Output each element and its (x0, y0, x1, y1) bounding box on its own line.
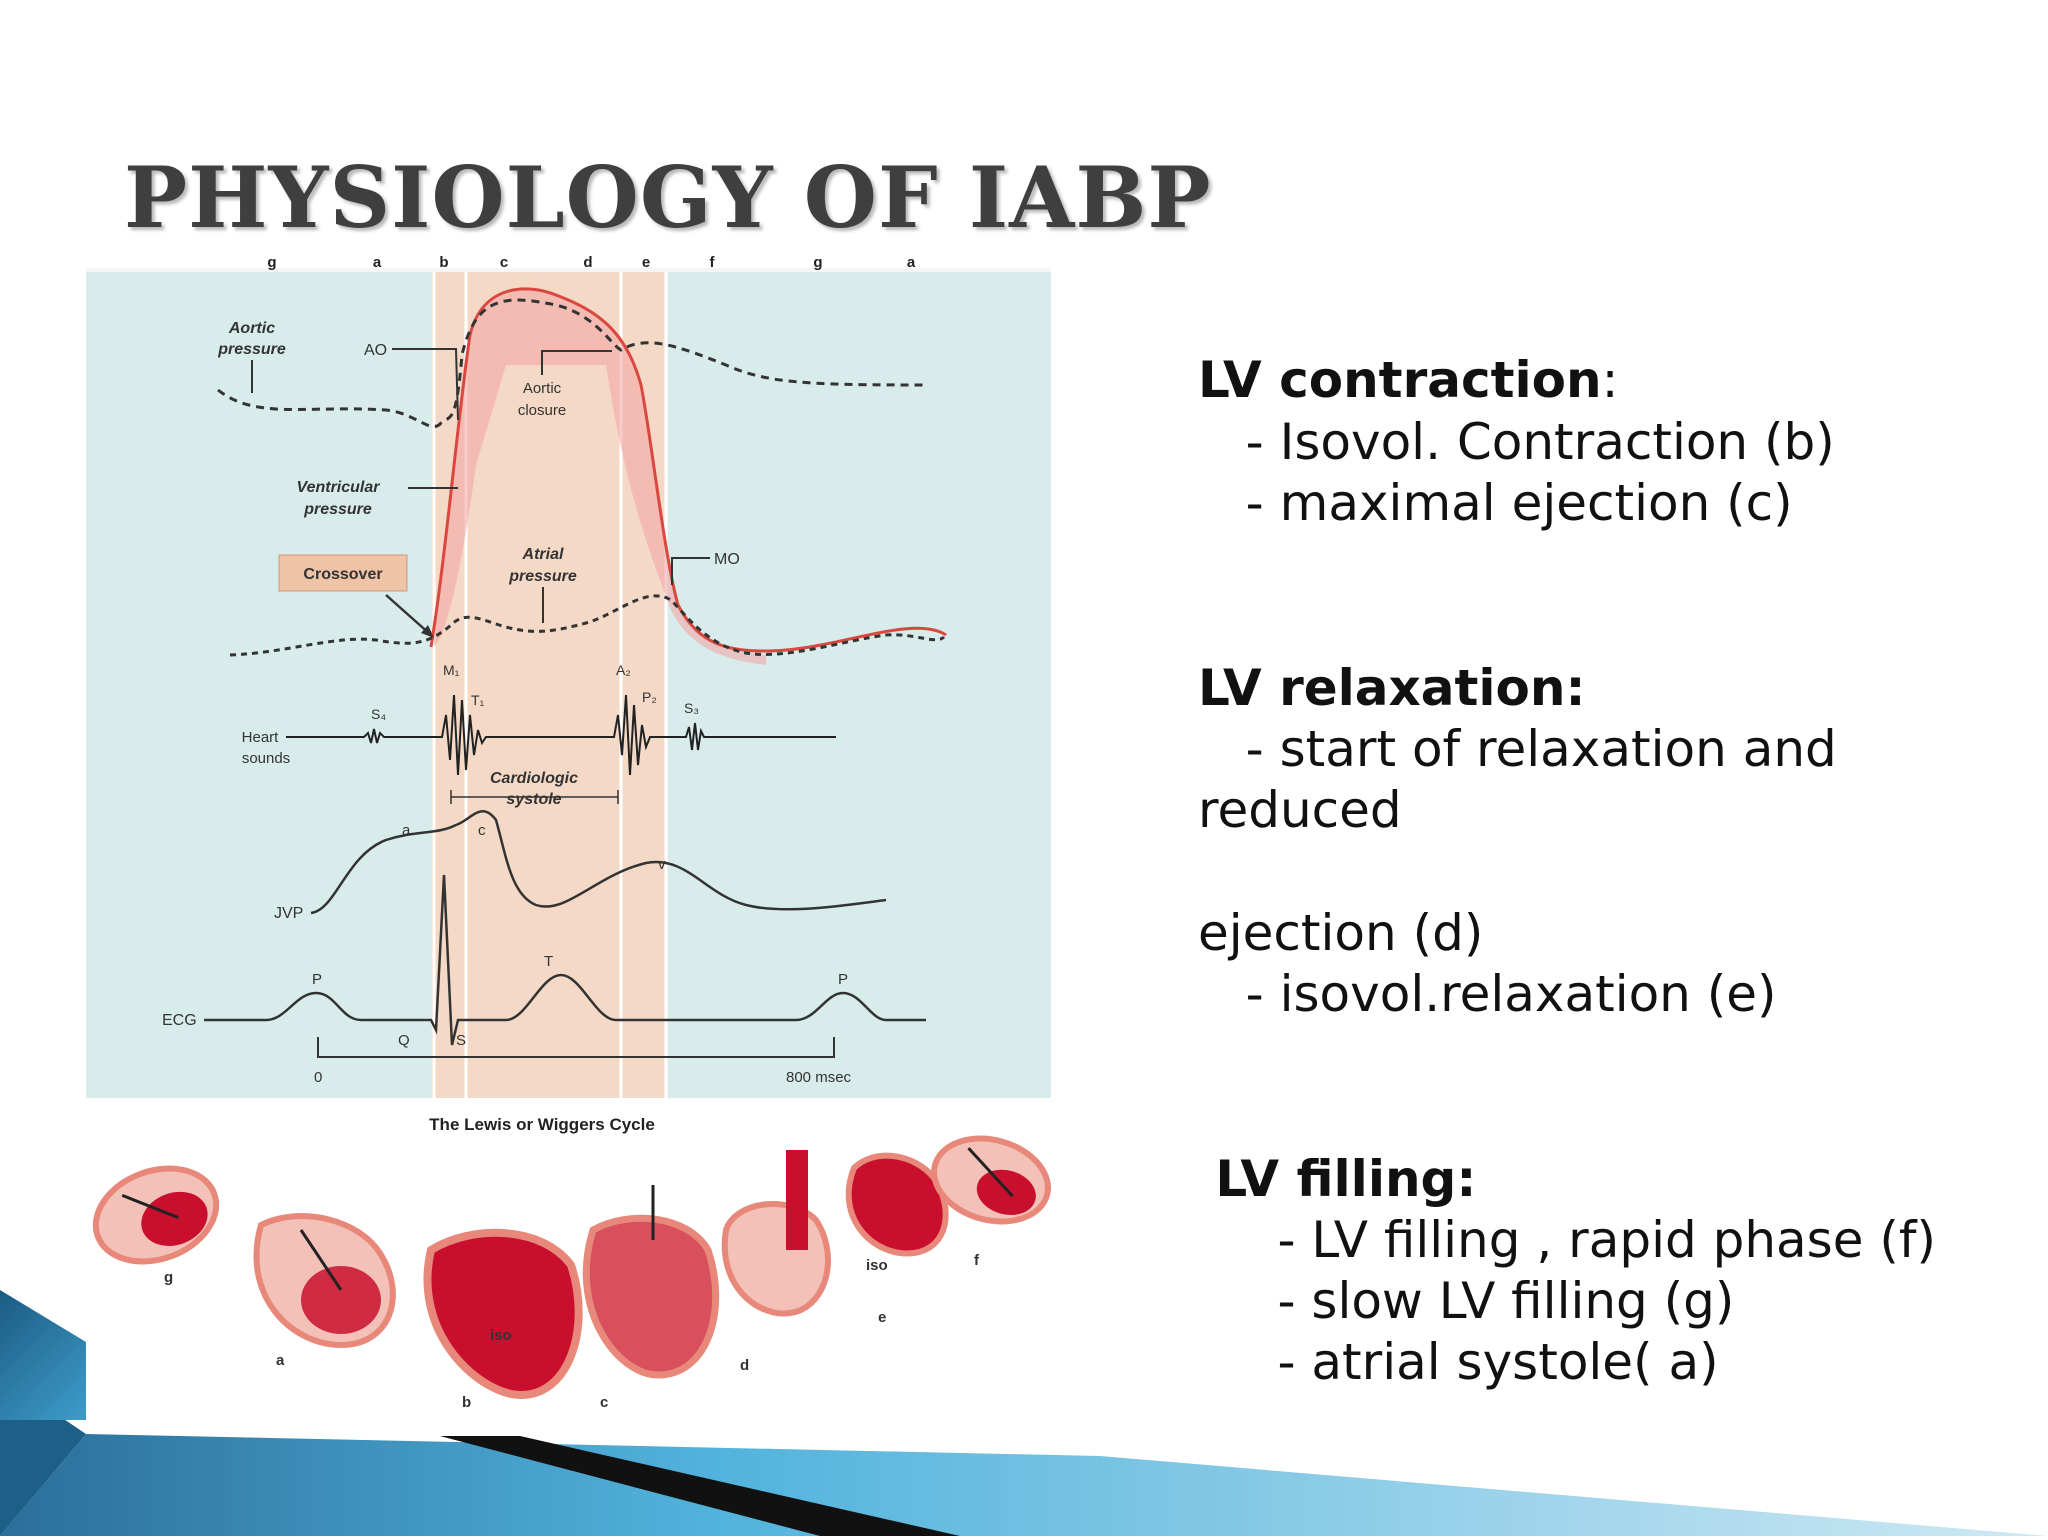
heart-label-iso-e: iso (866, 1257, 888, 1274)
footer-blue-band (0, 1434, 2048, 1536)
label-p2: P₂ (642, 689, 657, 705)
heart-b (423, 1228, 583, 1400)
heart-label-a: a (276, 1352, 285, 1369)
label-mo: MO (714, 551, 740, 568)
lv-filling-heading: LV filling: (1198, 1150, 1477, 1208)
time-scale (317, 1037, 835, 1058)
crossover-arrowhead (421, 625, 434, 638)
lv-filling-item: - atrial systole( a) (1198, 1333, 1719, 1391)
label-jvp-c: c (478, 822, 486, 839)
heart-label-c: c (600, 1394, 608, 1411)
crossover-box (278, 554, 408, 592)
lv-relaxation-line: - isovol.relaxation (e) (1198, 965, 1777, 1023)
heart-label-f: f (974, 1252, 980, 1269)
lv-contraction-item: - maximal ejection (c) (1198, 474, 1793, 532)
label-ventricular-pressure-1: Ventricular (297, 479, 381, 496)
label-s3: S₃ (684, 700, 699, 716)
label-jvp: JVP (274, 905, 303, 922)
leader-ao (392, 348, 459, 421)
phase-letter-c: c (500, 255, 508, 271)
lv-relaxation-line: reduced (1198, 781, 1402, 839)
ventricular-pressure-curve (434, 289, 766, 665)
label-atrial-pressure-2: pressure (508, 568, 577, 585)
lv-contraction-heading: LV contraction: (1198, 351, 1619, 409)
leader-mo (671, 557, 710, 585)
heart-a (253, 1213, 396, 1349)
label-ecg-q: Q (398, 1032, 410, 1049)
label-atrial-pressure-1: Atrial (522, 546, 564, 563)
heart-c (582, 1185, 720, 1379)
crossover-arrow (385, 594, 432, 636)
label-jvp-v: v (658, 856, 666, 873)
diagram-caption: The Lewis or Wiggers Cycle (429, 1115, 655, 1134)
lv-filling-item: - LV filling , rapid phase (f) (1198, 1211, 1936, 1269)
footer-black-stripe (440, 1436, 960, 1536)
lv-filling-item: - slow LV filling (g) (1198, 1272, 1735, 1330)
slide-title: PHYSIOLOGY OF IABP (124, 148, 1212, 247)
label-ecg-s: S (456, 1032, 466, 1049)
ecg-trace (204, 874, 926, 1046)
label-aortic-closure-2: closure (518, 402, 566, 419)
phase-letter-a1: a (373, 255, 382, 271)
label-ecg: ECG (162, 1012, 197, 1029)
phase-letter-a2: a (907, 255, 916, 271)
heart-label-g: g (164, 1269, 173, 1286)
heart-d (721, 1150, 831, 1317)
heart-illustrations: The Lewis or Wiggers Cycle g a iso b c d… (86, 1110, 1052, 1440)
heart-label-b: b (462, 1394, 471, 1411)
heart-f (931, 1135, 1051, 1225)
heart-label-e: e (878, 1309, 886, 1326)
label-time-zero: 0 (314, 1069, 322, 1086)
label-t1: T₁ (471, 692, 485, 708)
label-ventricular-pressure-2: pressure (303, 501, 372, 518)
aortic-pressure-curve (217, 298, 927, 429)
atrial-pressure-curve (229, 594, 946, 657)
label-aortic-closure-1: Aortic (523, 380, 562, 397)
label-heart-sounds-1: Heart (242, 729, 280, 746)
jvp-curve (310, 810, 887, 915)
lv-contraction-item: - Isovol. Contraction (b) (1198, 413, 1835, 471)
label-a2: A₂ (616, 662, 631, 678)
phase-letter-f: f (710, 255, 716, 271)
left-corner-wedge (0, 1290, 86, 1420)
leader-aortic-closure (541, 350, 612, 375)
lv-relaxation-line: ejection (d) (1198, 904, 1484, 962)
wiggers-diagram: g a b c d e f g a Aortic pressure AO Aor… (86, 255, 1052, 1100)
label-ecg-t: T (544, 953, 553, 970)
label-ecg-p2: P (838, 971, 848, 988)
heart-e (845, 1152, 949, 1257)
phase-letter-g2: g (813, 255, 822, 271)
lv-relaxation-heading: LV relaxation: (1198, 659, 1586, 717)
phase-letter-b: b (439, 255, 448, 271)
label-s4: S₄ (371, 706, 386, 722)
heart-label-d: d (740, 1357, 749, 1374)
label-ao: AO (364, 342, 387, 359)
label-jvp-a: a (402, 822, 411, 839)
label-m1: M₁ (443, 662, 460, 678)
label-aortic-pressure-2: pressure (217, 341, 286, 358)
label-crossover: Crossover (303, 566, 382, 583)
label-cardiologic-systole-1: Cardiologic (490, 770, 578, 787)
heart-g (92, 1165, 220, 1265)
heart-sounds-trace (286, 694, 836, 776)
label-aortic-pressure-1: Aortic (228, 320, 275, 337)
ventricular-pressure-line (429, 287, 947, 653)
lv-relaxation-line: - start of relaxation and (1198, 720, 1837, 778)
label-time-end: 800 msec (786, 1069, 852, 1086)
label-cardiologic-systole-2: systole (506, 791, 561, 808)
label-heart-sounds-2: sounds (242, 750, 290, 767)
heart-label-iso-b: iso (490, 1327, 512, 1344)
phase-letter-g1: g (267, 255, 276, 271)
phase-letter-d: d (583, 255, 592, 271)
label-ecg-p1: P (312, 971, 322, 988)
phase-letter-e: e (642, 255, 650, 271)
footer-decoration (0, 1376, 2048, 1536)
